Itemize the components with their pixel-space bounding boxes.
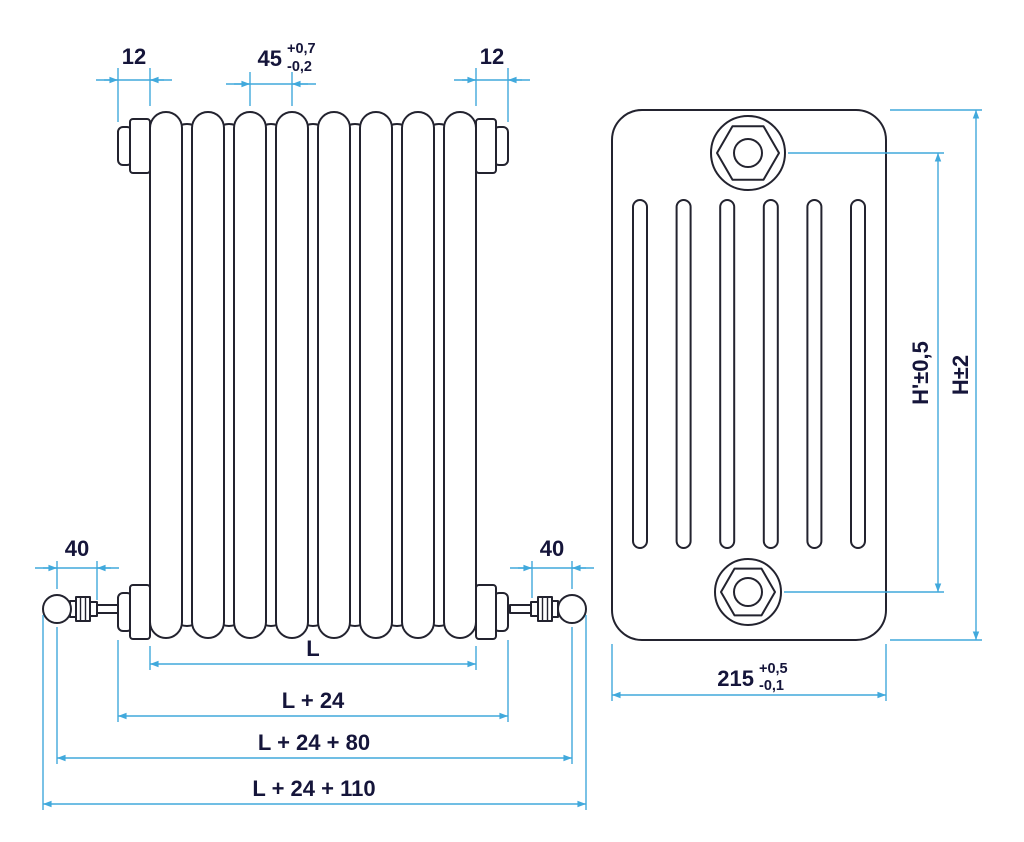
dim-end-width-left: 12: [96, 44, 172, 122]
valve-body: [75, 596, 91, 622]
front-tube: [401, 111, 435, 639]
bottom-left-fitting: [117, 584, 151, 640]
valve-body: [537, 596, 553, 622]
dim-label: L + 24 + 80: [258, 730, 370, 755]
dim-length-L24-110: L + 24 + 110: [42, 615, 587, 810]
valve-left: [42, 594, 119, 624]
fitting-disc: [475, 118, 497, 174]
dim-valve-right: 40: [510, 536, 594, 598]
column-slot: [850, 199, 866, 549]
valve-ball: [42, 594, 72, 624]
front-view: 12 12 45 +0,7 -0,2: [35, 41, 594, 810]
dim-height-centres: H'±0,5: [784, 152, 944, 593]
bushing-bore: [733, 577, 763, 607]
side-view: 215 +0,5 -0,1 H'±0,5 H±2: [611, 109, 982, 701]
dim-label: 40: [540, 536, 564, 561]
column-slot: [762, 199, 779, 549]
bottom-right-fitting: [475, 584, 509, 640]
fitting-disc: [129, 584, 151, 640]
dim-length-L24-80: L + 24 + 80: [56, 627, 573, 764]
dim-label: 12: [122, 44, 146, 69]
dim-height-overall: H±2: [890, 109, 982, 641]
fitting-disc: [129, 118, 151, 174]
front-tubes: [149, 111, 477, 639]
dim-label: 12: [480, 44, 504, 69]
dim-depth: 215 +0,5 -0,1: [611, 644, 887, 701]
dim-label: L + 24: [282, 688, 345, 713]
column-slot: [806, 199, 823, 549]
bushing-bore: [733, 138, 763, 168]
front-tube: [359, 111, 393, 639]
dim-label: 45: [258, 46, 282, 71]
valve-pipe: [509, 604, 532, 614]
dim-tube-pitch: 45 +0,7 -0,2: [226, 41, 316, 106]
column-slot: [632, 199, 648, 549]
column-slot: [675, 199, 692, 549]
dim-label: H±2: [948, 355, 973, 395]
tolerance-upper: +0,7: [287, 41, 316, 57]
dim-label: L: [306, 636, 319, 661]
dim-label: L + 24 + 110: [252, 776, 375, 801]
top-left-fitting: [117, 118, 151, 174]
dim-length-L: L: [149, 636, 477, 670]
front-tube: [443, 111, 477, 639]
dim-label: 215: [717, 666, 754, 691]
top-bushing: [710, 115, 786, 191]
valve-ball: [557, 594, 587, 624]
bottom-bushing: [714, 558, 782, 626]
column-slot: [719, 199, 736, 549]
front-tube: [191, 111, 225, 639]
fitting-disc: [475, 584, 497, 640]
dim-valve-left: 40: [35, 536, 119, 600]
front-tube: [317, 111, 351, 639]
tolerance-lower: -0,1: [759, 678, 784, 694]
tolerance-lower: -0,2: [287, 59, 312, 75]
dim-end-width-right: 12: [454, 44, 530, 122]
front-tube: [233, 111, 267, 639]
top-right-fitting: [475, 118, 509, 174]
dim-label: 40: [65, 536, 89, 561]
valve-collar: [530, 601, 539, 617]
dim-length-L24: L + 24: [117, 640, 509, 722]
valve-pipe: [96, 604, 119, 614]
front-tube: [275, 111, 309, 639]
valve-right: [509, 594, 587, 624]
tolerance-upper: +0,5: [759, 661, 788, 677]
valve-collar: [89, 601, 98, 617]
dim-label: H'±0,5: [908, 341, 933, 405]
column-slots: [632, 199, 866, 549]
front-tube: [149, 111, 183, 639]
